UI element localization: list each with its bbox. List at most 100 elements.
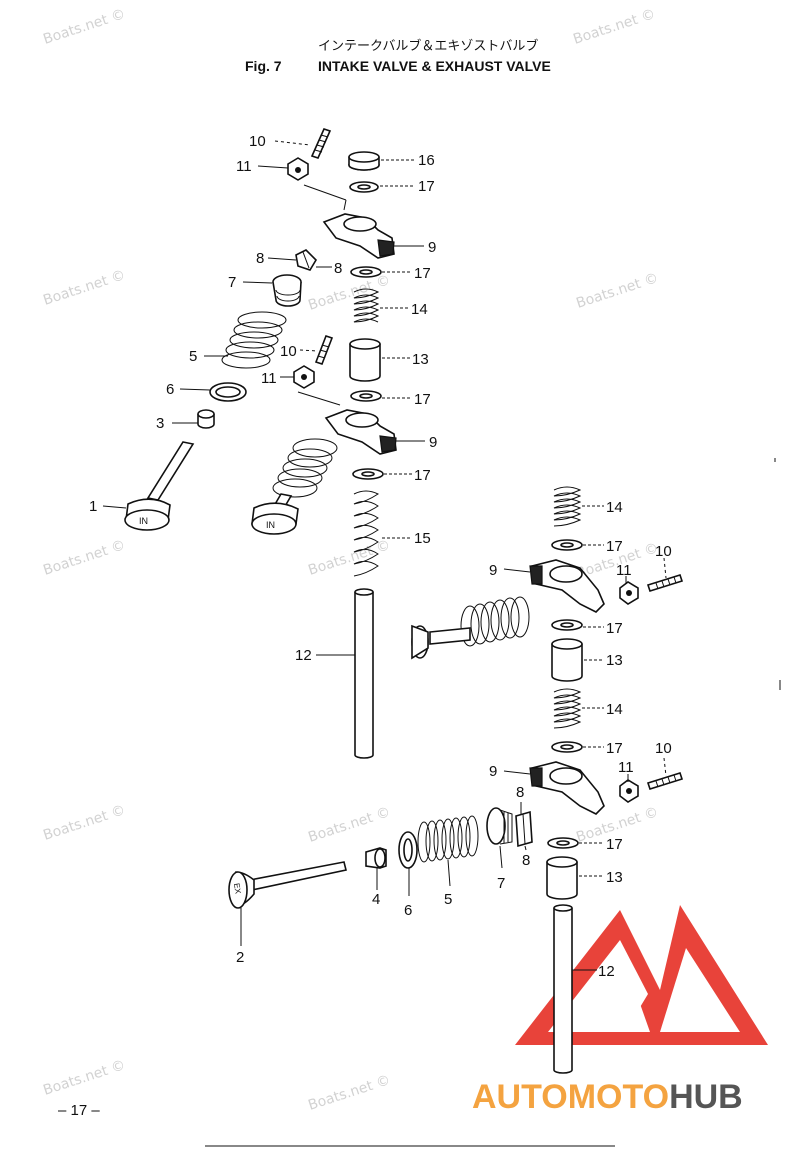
callout-11: 11 [618,759,634,776]
spring-seat-part-6 [209,382,247,402]
exhaust-valve-part-2: EX [228,861,347,909]
washer-part-17 [551,741,583,753]
collar-part-13 [546,856,578,900]
watermark: Boats.net © [306,804,392,846]
lock-nut-part-11 [619,581,639,605]
callout-4: 4 [372,891,380,908]
spring-part-14 [553,486,582,527]
brand-name: AUTOMOTOHUB [472,1078,743,1116]
callout-15: 15 [414,530,431,547]
washer-part-17 [547,837,579,849]
washer-part-17 [551,539,583,551]
watermark: Boats.net © [41,802,127,844]
callout-17: 17 [414,391,431,408]
automotohub-logo [515,905,768,1045]
rocker-arm-part-9 [529,559,605,613]
spring-part-14 [553,688,582,729]
callout-1: 1 [89,498,97,515]
watermark: Boats.net © [571,6,657,48]
intake-valve-mark: IN [139,516,148,526]
valve-spring-part-5 [221,311,287,369]
washer-part-16 [348,151,380,171]
rocker-arm-part-9 [324,409,397,455]
callout-17: 17 [414,467,431,484]
washer-part-17 [350,390,382,402]
adjusting-screw-part-10 [310,128,332,159]
washer-part-17 [352,468,384,480]
callout-9: 9 [489,562,497,579]
intake-valve-mark: IN [266,520,275,530]
watermark: Boats.net © [41,6,127,48]
callout-3: 3 [156,415,164,432]
callout-17: 17 [606,740,623,757]
push-rod-part-12 [354,588,374,759]
callout-12: 12 [598,963,615,980]
callout-11: 11 [261,370,277,387]
valve-stem-seal-part-4 [365,847,387,869]
callout-6: 6 [166,381,174,398]
spring-retainer-part-7 [486,807,513,845]
push-rod-part-12 [553,904,573,1074]
callout-13: 13 [606,869,623,886]
callout-8: 8 [334,260,342,277]
callout-10: 10 [655,740,672,757]
watermark: Boats.net © [574,270,660,312]
callout-10: 10 [249,133,266,150]
callout-9: 9 [428,239,436,256]
callout-8: 8 [522,852,530,869]
callout-11: 11 [616,562,632,579]
callout-8: 8 [516,784,524,801]
watermark: Boats.net © [306,537,392,579]
callout-13: 13 [606,652,623,669]
callout-17: 17 [606,836,623,853]
page-title: INTAKE VALVE & EXHAUST VALVE [318,58,551,74]
automotohub-wordmark: AUTOMOTOHUB [472,1078,743,1116]
callout-2: 2 [236,949,244,966]
intake-valve-part-1: IN [124,441,195,531]
adjusting-screw-part-10 [314,334,334,366]
callout-10: 10 [655,543,672,560]
spring-part-15 [353,490,379,577]
exhaust-valve-assembly [411,596,530,660]
intake-valve-assembly: IN [251,438,338,535]
washer-part-17 [551,619,583,631]
valve-cotter-part-8 [515,810,533,848]
adjusting-screw-part-10 [646,772,684,790]
rocker-arm-part-9 [529,761,605,815]
callout-11: 11 [236,158,252,175]
watermark: Boats.net © [306,1072,392,1114]
callout-14: 14 [411,301,428,318]
callout-13: 13 [412,351,429,368]
exhaust-valve-mark: EX [232,882,243,895]
callout-14: 14 [606,701,623,718]
lock-nut-part-11 [619,779,639,803]
callout-9: 9 [429,434,437,451]
valve-spring-part-5 [417,815,479,863]
callout-7: 7 [228,274,236,291]
page-number: – 17 – [58,1102,100,1119]
spring-part-14 [353,288,380,323]
callout-17: 17 [414,265,431,282]
rocker-arm-part-9 [322,213,395,259]
callout-12: 12 [295,647,312,664]
callout-6: 6 [404,902,412,919]
callout-14: 14 [606,499,623,516]
callout-8: 8 [256,250,264,267]
callout-16: 16 [418,152,435,169]
watermark: Boats.net © [41,267,127,309]
washer-part-17 [350,266,382,278]
callout-labels: 10 11 16 17 9 8 8 17 7 14 10 5 13 11 6 1… [89,133,672,980]
watermark: Boats.net © [306,272,392,314]
watermark: Boats.net © [41,537,127,579]
valve-stem-seal-part-3 [197,409,215,429]
callout-17: 17 [606,620,623,637]
lock-nut-part-11 [293,365,315,389]
title-japanese: インテークバルブ＆エキゾストバルブ [318,38,538,54]
callout-17: 17 [418,178,435,195]
collar-part-13 [349,338,381,382]
callout-5: 5 [189,348,197,365]
washer-part-17 [349,181,379,193]
spring-retainer-part-7 [272,274,302,307]
callout-17: 17 [606,538,623,555]
